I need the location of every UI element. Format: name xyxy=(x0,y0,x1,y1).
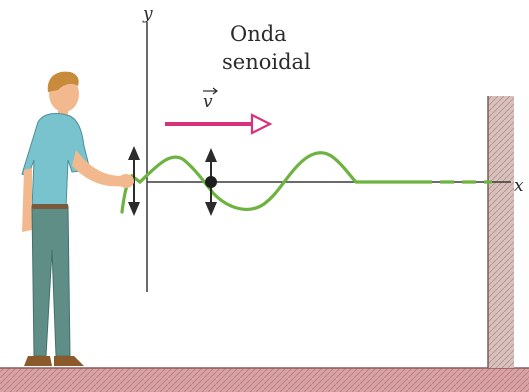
dot-icon xyxy=(205,176,217,188)
velocity-label: v xyxy=(203,92,213,112)
vector-arrow-icon xyxy=(203,87,218,95)
x-axis-label: x xyxy=(514,176,524,196)
y-axis-label: y xyxy=(143,4,153,24)
wall xyxy=(488,96,514,368)
wave-title-line1: Onda xyxy=(230,22,287,46)
wave-title-line2: senoidal xyxy=(222,50,311,74)
sine-wave xyxy=(120,151,358,214)
floor xyxy=(0,368,529,392)
velocity-arrow xyxy=(165,113,273,135)
person-icon xyxy=(21,71,134,366)
